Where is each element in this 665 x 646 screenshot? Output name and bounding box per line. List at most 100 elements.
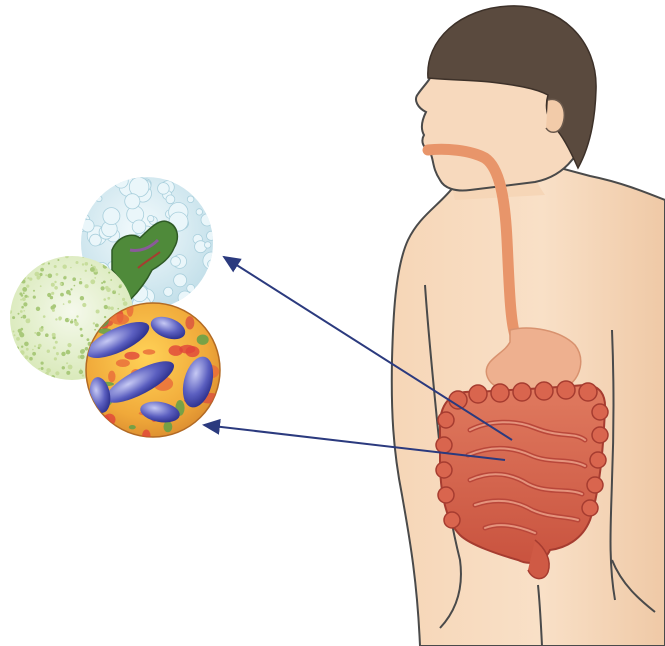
particle — [38, 368, 40, 370]
particle — [12, 357, 17, 362]
particle — [79, 281, 82, 284]
particle — [12, 281, 14, 283]
particle — [13, 331, 15, 333]
particle — [71, 319, 73, 321]
particle — [40, 268, 44, 272]
particle — [21, 306, 24, 309]
particle — [82, 374, 84, 376]
particle — [85, 262, 89, 266]
particle — [107, 297, 110, 300]
particle — [110, 307, 114, 311]
particle — [29, 278, 32, 281]
particle — [16, 337, 20, 341]
particle — [20, 310, 23, 313]
particle — [21, 363, 23, 365]
particle — [106, 288, 111, 293]
particle — [22, 280, 26, 284]
bubble — [200, 290, 218, 308]
particle — [80, 334, 83, 337]
particle — [19, 256, 24, 261]
particle — [85, 270, 87, 272]
particle — [42, 377, 45, 380]
particle — [41, 362, 44, 365]
particle — [90, 279, 95, 284]
particle — [74, 319, 76, 321]
particle — [31, 260, 35, 264]
particle — [103, 281, 106, 284]
particle — [22, 275, 24, 277]
particle — [19, 272, 22, 275]
particle — [52, 309, 55, 312]
particle — [23, 310, 25, 312]
particle — [53, 346, 56, 349]
particle — [18, 313, 20, 315]
particle — [74, 285, 76, 287]
particle — [70, 320, 73, 323]
bubble — [96, 196, 102, 202]
particle — [54, 357, 57, 360]
particle — [63, 303, 65, 305]
particle — [63, 276, 66, 279]
particle — [41, 367, 44, 370]
particle — [21, 317, 23, 319]
particle — [94, 329, 96, 331]
particle — [48, 274, 53, 279]
particle — [101, 282, 103, 284]
bubble — [164, 287, 173, 296]
particle — [68, 300, 71, 303]
particle — [19, 275, 22, 278]
particle — [36, 307, 40, 311]
particle — [20, 281, 22, 283]
particle — [114, 290, 116, 292]
particle — [29, 357, 33, 361]
particle — [55, 371, 59, 375]
particle — [22, 315, 26, 319]
particle — [13, 371, 15, 373]
particle — [67, 343, 71, 347]
bubble — [132, 220, 146, 234]
bubble — [166, 195, 175, 204]
culture-blob — [197, 335, 209, 345]
large-intestine — [440, 385, 605, 563]
particle — [14, 334, 16, 336]
bacteria-magnification-icon — [8, 173, 221, 443]
particle — [66, 290, 71, 295]
particle — [62, 265, 66, 269]
particle — [79, 370, 83, 374]
particle — [21, 294, 24, 297]
particle — [57, 259, 59, 261]
culture-blob — [116, 359, 130, 367]
culture-blob — [142, 430, 150, 442]
bubble — [208, 260, 216, 268]
bubble — [178, 291, 192, 305]
culture-blob — [143, 349, 156, 354]
particle — [54, 281, 56, 283]
particle — [24, 342, 29, 347]
particle — [85, 347, 89, 351]
bubble — [171, 257, 181, 267]
particle — [23, 277, 26, 280]
particle — [55, 341, 58, 344]
particle — [20, 350, 25, 355]
particle — [45, 274, 47, 276]
particle — [60, 293, 64, 297]
culture-blob — [85, 429, 91, 443]
particle — [23, 292, 25, 294]
particle — [22, 257, 24, 259]
bubble — [88, 182, 97, 191]
particle — [93, 322, 95, 324]
particle — [72, 277, 76, 281]
particle — [68, 319, 70, 321]
bubble — [158, 183, 170, 195]
culture-blob — [185, 316, 194, 329]
particle — [16, 364, 20, 368]
bubble — [85, 173, 99, 187]
particle — [74, 322, 78, 326]
particle — [36, 332, 40, 336]
culture-blob — [104, 414, 116, 426]
particle — [56, 352, 59, 355]
particle — [35, 272, 40, 277]
particle — [55, 318, 57, 320]
particle — [82, 263, 84, 265]
particle — [25, 355, 29, 359]
